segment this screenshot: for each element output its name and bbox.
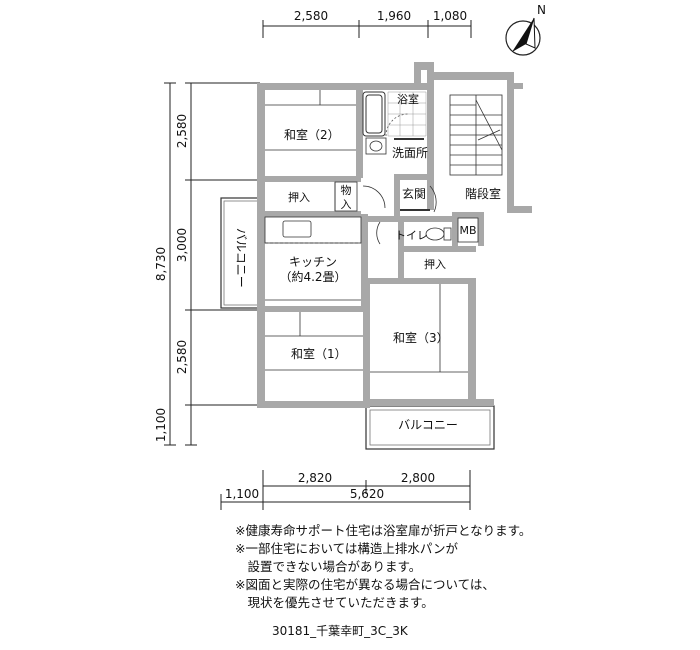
oshiire-mid-label: 押入 — [424, 257, 446, 271]
dim-bottom-total-1: 1,100 — [225, 487, 259, 501]
mono-label-1: 物 — [341, 183, 352, 197]
dim-bottom-1: 2,820 — [298, 471, 332, 485]
outer-walls — [257, 62, 532, 408]
north-arrow-icon — [505, 17, 541, 56]
door-swing-mono — [362, 185, 386, 209]
toilet-label: トイレ — [395, 229, 428, 242]
note-line: ※図面と実際の住宅が異なる場合については、 — [235, 577, 495, 592]
dim-bottom-2: 2,800 — [401, 471, 435, 485]
dim-top-2: 1,960 — [377, 9, 411, 23]
top-dimensions — [262, 20, 472, 38]
dim-left-4: 1,100 — [154, 408, 168, 442]
balcony-bottom-label: バルコニー — [398, 418, 458, 432]
note-line: ※一部住宅においては構造上排水パンが — [235, 541, 458, 556]
kitchen-label-1: キッチン — [289, 255, 337, 269]
kitchen-counter — [264, 216, 362, 244]
mb-label: MB — [459, 224, 476, 237]
note-line: 設置できない場合があります。 — [235, 559, 422, 574]
genkan-label: 玄関 — [402, 186, 426, 201]
balcony-bottom — [365, 405, 495, 450]
washitsu1-tatami — [265, 312, 363, 371]
wash-basin-icon — [365, 137, 387, 155]
dim-left-1: 2,580 — [175, 114, 189, 148]
floor-plan: 2,580 1,960 1,080 N 8,730 2,580 3,000 2,… — [154, 3, 546, 510]
oshiire-top-label: 押入 — [288, 190, 310, 204]
dim-top-1: 2,580 — [294, 9, 328, 23]
bathtub — [362, 91, 386, 137]
kaidan-label: 階段室 — [465, 186, 501, 201]
stairs — [449, 94, 503, 176]
note-line: ※健康寿命サポート住宅は浴室扉が折戸となります。 — [235, 523, 532, 538]
genkan-step — [400, 209, 430, 211]
notes: ※健康寿命サポート住宅は浴室扉が折戸となります。 ※一部住宅においては構造上排水… — [235, 522, 531, 612]
door-swing-toilet — [376, 221, 381, 245]
washitsu2-label: 和室（2） — [284, 127, 340, 142]
note-line: 現状を優先させていただきます。 — [235, 595, 434, 610]
balcony-side-label: バルコニー — [234, 228, 248, 288]
bath-label: 浴室 — [397, 92, 419, 106]
senmen-label: 洗面所 — [392, 146, 428, 160]
dim-left-total: 8,730 — [154, 247, 168, 281]
washer-pan — [394, 138, 424, 140]
washitsu3-tatami — [370, 284, 468, 373]
washitsu1-label: 和室（1） — [291, 346, 347, 361]
left-dimensions — [164, 82, 260, 446]
mb-box — [457, 217, 479, 243]
oshiire-top — [334, 181, 358, 212]
door-swing-genkan — [429, 185, 437, 213]
bottom-dimensions — [220, 470, 471, 510]
dim-left-2: 3,000 — [175, 228, 189, 262]
bath-floor-tile — [387, 91, 427, 137]
washitsu3-label: 和室（3） — [393, 330, 449, 345]
north-label: N — [537, 3, 546, 17]
toilet-fixture — [425, 227, 452, 241]
door-swing-bath — [385, 113, 409, 137]
reference-code: 30181_千葉幸町_3C_3K — [272, 624, 408, 638]
kitchen-label-2: （約4.2畳） — [279, 269, 346, 284]
dim-left-3: 2,580 — [175, 340, 189, 374]
washitsu2-tatami — [265, 90, 356, 151]
dim-bottom-total-2: 5,620 — [350, 487, 384, 501]
mono-label-2: 入 — [341, 198, 352, 211]
dim-top-3: 1,080 — [433, 9, 467, 23]
